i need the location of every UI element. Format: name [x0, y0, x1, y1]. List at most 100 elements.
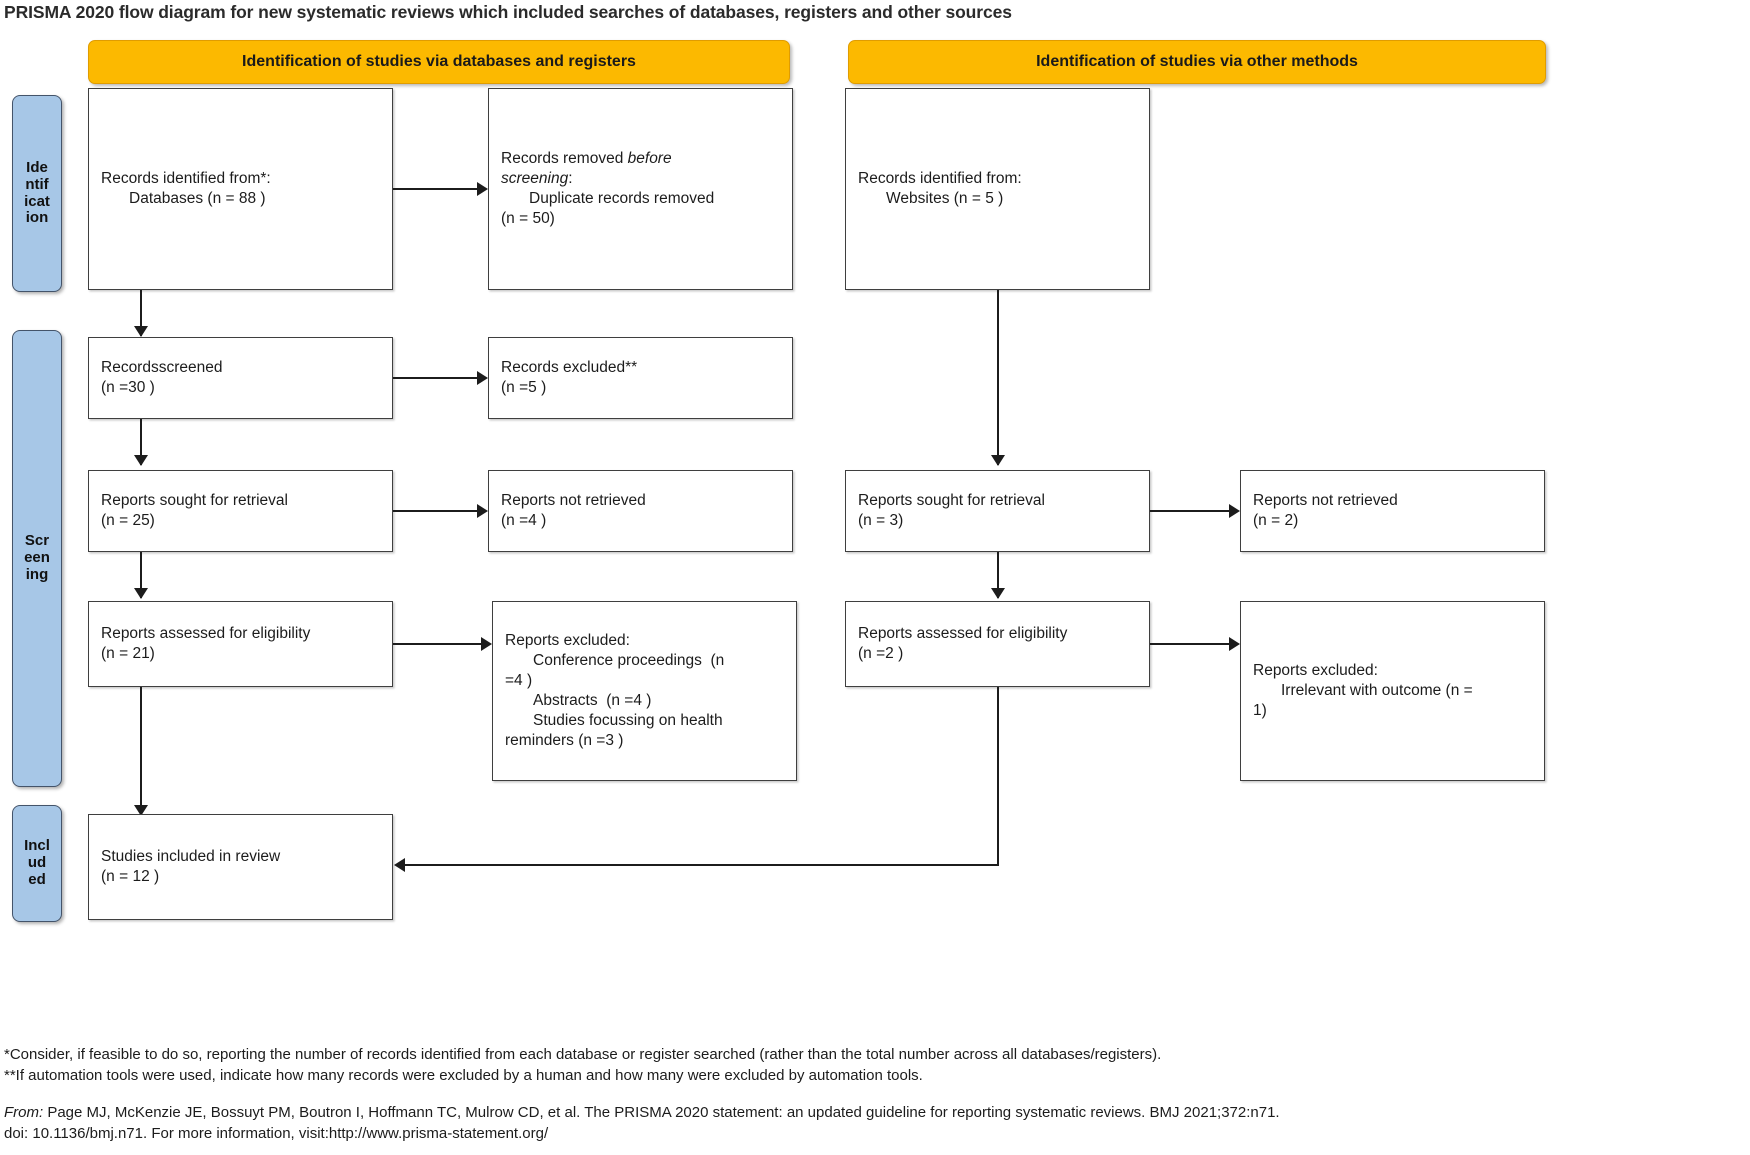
connector-assessed-right-to-included: [405, 864, 999, 866]
records-excluded-line1: Records excluded**: [501, 358, 638, 376]
box-records-identified-text: Records identified from*: Databases (n =…: [89, 169, 392, 209]
box-reports-sought-left: Reports sought for retrieval (n = 25): [88, 470, 393, 552]
box-reports-not-retrieved-left: Reports not retrieved (n =4 ): [488, 470, 793, 552]
connector-websites-to-sought-right: [997, 290, 999, 465]
connector-assessed-to-included: [140, 687, 142, 805]
reports-assessed-left-line2: (n = 21): [101, 645, 155, 662]
box-records-removed: Records removed before screening: Duplic…: [488, 88, 793, 290]
arrowhead-sought-to-assessed-right: [991, 588, 1005, 599]
box-reports-excluded-left: Reports excluded: Conference proceedings…: [492, 601, 797, 781]
box-reports-assessed-right-text: Reports assessed for eligibility (n =2 ): [846, 624, 1149, 664]
arrowhead-right-to-included: [394, 858, 405, 872]
box-reports-excluded-right-text: Reports excluded: Irrelevant with outcom…: [1241, 661, 1544, 721]
reports-excluded-right-line1: Reports excluded:: [1253, 661, 1378, 679]
reports-not-retrieved-left-line2: (n =4 ): [501, 512, 547, 529]
box-studies-included-text: Studies included in review (n = 12 ): [89, 847, 392, 887]
source-citation: Page MJ, McKenzie JE, Bossuyt PM, Boutro…: [43, 1104, 1280, 1121]
records-removed-line3: Duplicate records removed: [529, 190, 715, 207]
box-reports-not-retrieved-left-text: Reports not retrieved (n =4 ): [489, 491, 792, 531]
records-identified-line1: Records identified from*:: [101, 169, 271, 187]
box-records-removed-text: Records removed before screening: Duplic…: [489, 149, 792, 230]
records-excluded-line2: (n =5 ): [501, 379, 547, 396]
connector-assessed-to-excluded-left: [393, 643, 481, 645]
records-removed-line4: (n = 50): [501, 210, 555, 228]
arrowhead-sought-to-not-retrieved-left: [477, 504, 488, 518]
box-reports-assessed-right: Reports assessed for eligibility (n =2 ): [845, 601, 1150, 687]
footnote-consider: *Consider, if feasible to do so, reporti…: [4, 1046, 1162, 1063]
stage-bar-identification: Identification: [12, 95, 62, 292]
records-removed-line1: Records removed before: [501, 149, 780, 169]
box-reports-assessed-left: Reports assessed for eligibility (n = 21…: [88, 601, 393, 687]
connector-sought-to-assessed-right: [997, 552, 999, 598]
studies-included-line1: Studies included in review: [101, 847, 281, 865]
box-reports-sought-right-text: Reports sought for retrieval (n = 3): [846, 491, 1149, 531]
connector-screened-to-excluded: [393, 377, 477, 379]
box-records-screened-text: Recordsscreened (n =30 ): [89, 358, 392, 398]
box-reports-sought-right: Reports sought for retrieval (n = 3): [845, 470, 1150, 552]
box-records-identified: Records identified from*: Databases (n =…: [88, 88, 393, 290]
connector-assessed-to-excluded-right: [1150, 643, 1229, 645]
footnote-automation: **If automation tools were used, indicat…: [4, 1067, 923, 1085]
arrowhead-sought-to-not-retrieved-right: [1229, 504, 1240, 518]
records-identified-other-line2: Websites (n = 5 ): [886, 190, 1004, 207]
page-title: PRISMA 2020 flow diagram for new systema…: [4, 2, 1012, 22]
reports-sought-right-line1: Reports sought for retrieval: [858, 491, 1045, 509]
stage-bar-included: Included: [12, 805, 62, 922]
records-screened-line1: Recordsscreened: [101, 358, 223, 376]
reports-not-retrieved-right-line1: Reports not retrieved: [1253, 491, 1398, 509]
arrowhead-assessed-to-excluded-right: [1229, 637, 1240, 651]
connector-identified-to-screened: [140, 290, 142, 336]
box-records-excluded-text: Records excluded** (n =5 ): [489, 358, 792, 398]
source-line-1: From: Page MJ, McKenzie JE, Bossuyt PM, …: [4, 1102, 1280, 1123]
banner-other-methods: Identification of studies via other meth…: [848, 40, 1546, 84]
records-identified-other-line1: Records identified from:: [858, 169, 1022, 187]
reports-excluded-left-line2: Conference proceedings (n: [533, 651, 725, 669]
reports-excluded-right-line3: 1): [1253, 702, 1267, 720]
banner-other-label: Identification of studies via other meth…: [1036, 53, 1358, 70]
footnotes-block: *Consider, if feasible to do so, reporti…: [4, 1044, 1161, 1087]
connector-sought-to-not-retrieved-left: [393, 510, 477, 512]
connector-identified-to-removed: [393, 188, 477, 190]
reports-excluded-left-line5: Studies focussing on health: [533, 712, 723, 730]
records-removed-line1-prefix: Records removed: [501, 149, 628, 167]
stage-label-included: Included: [24, 837, 50, 888]
reports-assessed-right-line2: (n =2 ): [858, 645, 904, 662]
reports-assessed-left-line1: Reports assessed for eligibility: [101, 624, 311, 642]
box-studies-included: Studies included in review (n = 12 ): [88, 814, 393, 920]
records-screened-line2: (n =30 ): [101, 379, 155, 396]
box-reports-not-retrieved-right-text: Reports not retrieved (n = 2): [1241, 491, 1544, 531]
arrowhead-screened-to-excluded: [477, 371, 488, 385]
reports-excluded-left-line1: Reports excluded:: [505, 631, 630, 649]
arrowhead-websites-to-sought-right: [991, 455, 1005, 466]
box-reports-not-retrieved-right: Reports not retrieved (n = 2): [1240, 470, 1545, 552]
stage-bar-screening: Screening: [12, 330, 62, 787]
reports-not-retrieved-left-line1: Reports not retrieved: [501, 491, 646, 509]
records-removed-line1-emph: before: [627, 149, 672, 167]
records-removed-line2-emph: screening: [501, 169, 569, 187]
records-removed-line2-colon: :: [568, 169, 573, 187]
box-records-screened: Recordsscreened (n =30 ): [88, 337, 393, 419]
stage-label-identification: Identification: [24, 158, 50, 227]
banner-databases-registers: Identification of studies via databases …: [88, 40, 790, 84]
reports-excluded-left-line3: =4 ): [505, 671, 533, 689]
reports-sought-left-line1: Reports sought for retrieval: [101, 491, 288, 509]
records-removed-line2: screening:: [501, 169, 780, 189]
box-reports-sought-left-text: Reports sought for retrieval (n = 25): [89, 491, 392, 531]
stage-label-screening: Screening: [24, 532, 50, 583]
reports-sought-left-line2: (n = 25): [101, 512, 155, 529]
banner-databases-label: Identification of studies via databases …: [242, 53, 636, 70]
arrowhead-assessed-to-included: [134, 805, 148, 816]
reports-excluded-left-line6: reminders (n =3 ): [505, 732, 624, 750]
reports-excluded-right-line2: Irrelevant with outcome (n =: [1281, 681, 1473, 699]
arrowhead-screened-to-sought: [134, 455, 148, 466]
box-records-excluded: Records excluded** (n =5 ): [488, 337, 793, 419]
arrowhead-identified-to-screened: [134, 326, 148, 337]
connector-screened-to-sought: [140, 419, 142, 465]
box-reports-excluded-left-text: Reports excluded: Conference proceedings…: [493, 631, 796, 752]
arrowhead-assessed-to-excluded-left: [481, 637, 492, 651]
reports-sought-right-line2: (n = 3): [858, 512, 904, 529]
records-identified-line2: Databases (n = 88 ): [129, 190, 266, 207]
connector-assessed-right-down: [997, 687, 999, 865]
reports-excluded-left-line4: Abstracts (n =4 ): [533, 692, 652, 709]
